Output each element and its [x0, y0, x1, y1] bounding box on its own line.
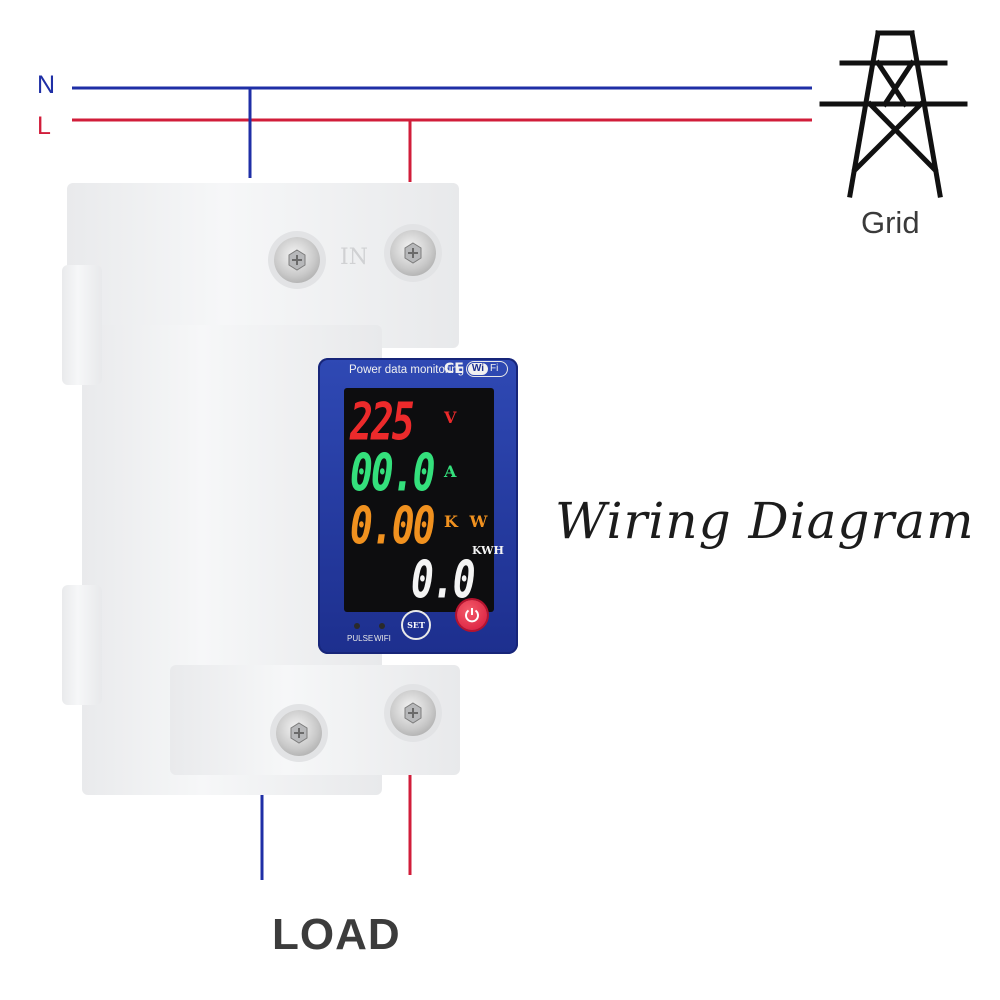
diagram-title: Wiring Diagram — [555, 492, 975, 550]
current-unit: A — [444, 462, 457, 481]
wifi-badge-wi: Wi — [468, 363, 488, 375]
meter-rail-clip-top — [62, 265, 102, 385]
power-unit: K W — [444, 512, 488, 531]
power-reading: 0.00 — [350, 496, 436, 556]
wifi-led — [379, 623, 385, 629]
energy-unit: KWH — [472, 545, 504, 557]
grid-label: Grid — [861, 205, 920, 240]
bottom-left-terminal-screw — [276, 710, 322, 756]
wifi-label: WIFI — [374, 634, 391, 643]
panel-title: Power data monitoring — [349, 364, 465, 376]
energy-reading: 0.0 — [411, 550, 476, 610]
neutral-label: N — [37, 71, 56, 99]
voltage-reading: 225 — [350, 392, 415, 452]
set-button[interactable]: SET — [401, 610, 431, 640]
meter-rail-clip-bottom — [62, 585, 102, 705]
bottom-right-terminal-screw — [390, 690, 436, 736]
top-left-terminal-screw — [274, 237, 320, 283]
wifi-badge-fi: Fi — [490, 363, 499, 374]
current-reading: 00.0 — [350, 443, 436, 503]
pulse-led — [354, 623, 360, 629]
power-icon — [465, 608, 479, 623]
load-label: LOAD — [272, 910, 401, 959]
top-right-terminal-screw — [390, 230, 436, 276]
transmission-tower-icon — [819, 30, 968, 198]
ce-mark: CE — [444, 361, 464, 377]
power-button[interactable] — [457, 600, 487, 630]
live-label: L — [37, 112, 51, 140]
wifi-badge: Wi Fi — [466, 361, 508, 377]
meter-display — [344, 388, 494, 612]
terminal-in-label: IN — [340, 245, 368, 270]
voltage-unit: V — [444, 408, 457, 427]
pulse-label: PULSE — [347, 634, 374, 643]
